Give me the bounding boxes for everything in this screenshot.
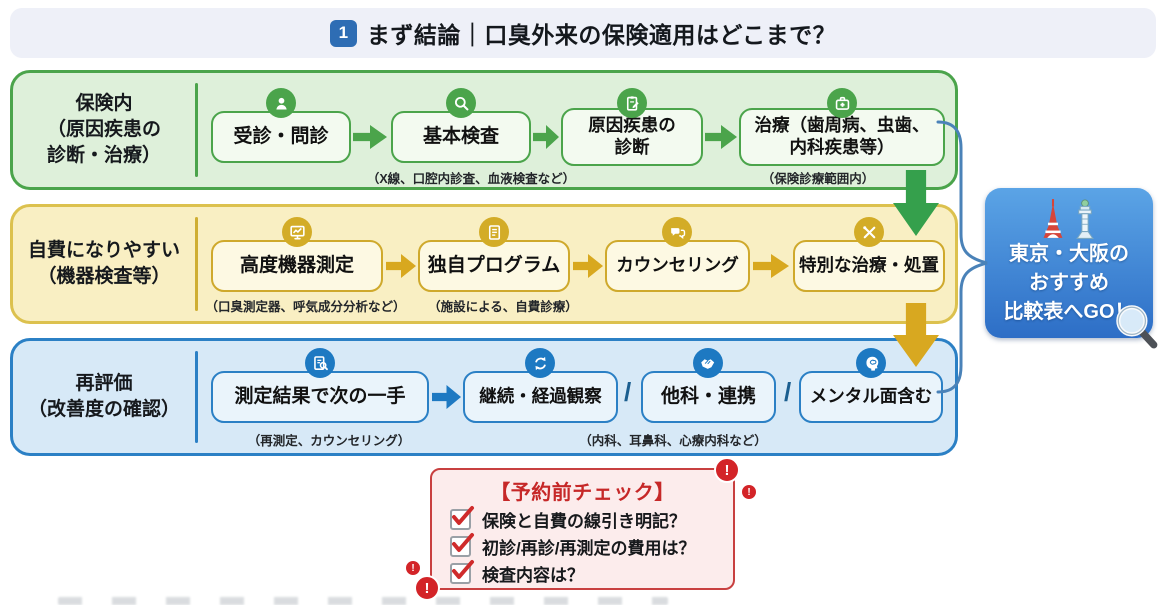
step-label: 特別な治療・処置 xyxy=(799,255,939,276)
person-icon xyxy=(266,88,296,118)
row-label-line: 自費になりやすい xyxy=(27,239,180,261)
row-label-line: （機器検査等） xyxy=(37,266,171,287)
checked-checkbox-icon xyxy=(450,506,474,530)
row-label-line: （改善度の確認） xyxy=(27,399,180,420)
program-document-icon xyxy=(479,217,509,247)
step-label-line: 診断 xyxy=(614,137,650,157)
step-original-program: 独自プログラム xyxy=(418,240,570,292)
step-label-line: 治療（歯周病、虫歯、 xyxy=(754,115,930,136)
tsutenkaku-tower-icon xyxy=(1076,199,1094,239)
header-bar: 1 まず結論｜口臭外来の保険適用はどこまで？ xyxy=(10,8,1156,58)
step-label: メンタル面含む xyxy=(809,386,933,407)
option-separator: / xyxy=(784,377,792,407)
flow-arrow-right-icon xyxy=(386,254,416,278)
cta-text-line: おすすめ xyxy=(1029,272,1109,294)
checklist-item-text: 保険と自費の線引き明記？ xyxy=(482,512,686,531)
step-special-treatment: 特別な治療・処置 xyxy=(793,240,945,292)
step-counseling: カウンセリング xyxy=(605,240,750,292)
flow-arrow-right-icon xyxy=(533,125,559,149)
step-label: 基本検査 xyxy=(422,126,499,148)
step-label: 高度機器測定 xyxy=(239,255,354,277)
step-next-move: 測定結果で次の一手 xyxy=(211,371,429,423)
mental-head-icon xyxy=(856,348,886,378)
exclamation-badge-icon: ! xyxy=(404,559,422,577)
medical-bag-icon xyxy=(827,88,857,118)
search-icon xyxy=(446,88,476,118)
row-reevaluation-label: 再評価 （改善度の確認） xyxy=(13,341,195,453)
cta-text-line: 比較表へGO！ xyxy=(1003,301,1135,323)
step-mental-care: メンタル面含む xyxy=(799,371,943,423)
checklist-item: 保険と自費の線引き明記？ xyxy=(450,506,695,533)
section-number-badge: 1 xyxy=(329,19,357,47)
step-caption: （再測定、カウンセリング） xyxy=(247,434,411,448)
step-label: 他科・連携 xyxy=(660,386,756,408)
row-divider xyxy=(195,217,198,311)
checklist-title: 【予約前チェック】 xyxy=(490,482,675,504)
treatment-tools-icon xyxy=(854,217,884,247)
cropped-next-section-hint xyxy=(58,597,668,605)
clipboard-icon xyxy=(617,88,647,118)
flow-arrow-right-icon xyxy=(573,254,603,278)
page-title: まず結論｜口臭外来の保険適用はどこまで？ xyxy=(366,22,837,48)
checklist-item-text: 初診/再診/再測定の費用は？ xyxy=(482,539,696,558)
step-follow-up: 継続・経過観察 xyxy=(463,371,618,423)
row-label-line: 診断・治療） xyxy=(46,145,161,167)
checklist-item: 初診/再診/再測定の費用は？ xyxy=(450,533,695,560)
step-label: 継続・経過観察 xyxy=(479,386,602,407)
checked-checkbox-icon xyxy=(450,560,474,584)
flow-arrow-right-icon xyxy=(705,125,737,149)
flow-arrow-right-icon xyxy=(432,385,461,409)
counseling-bubbles-icon xyxy=(662,217,692,247)
step-label: 測定結果で次の一手 xyxy=(234,386,406,408)
step-caption: （保険診療範囲内） xyxy=(761,172,875,186)
row-divider xyxy=(195,351,198,443)
step-label-line: 原因疾患の xyxy=(588,115,676,136)
exclamation-badge-icon: ! xyxy=(740,483,758,501)
step-caption: （内科、耳鼻科、心療内科など） xyxy=(579,434,767,448)
step-consultation: 受診・問診 xyxy=(211,111,351,163)
checklist-items: 保険と自費の線引き明記？ 初診/再診/再測定の費用は？ 検査内容は？ xyxy=(450,506,695,587)
step-caption: （施設による、自費診療） xyxy=(428,300,578,314)
step-basic-exam: 基本検査 xyxy=(391,111,531,163)
flow-arrow-right-icon xyxy=(353,125,387,149)
step-label-line: 内科疾患等） xyxy=(789,137,895,157)
cta-text-line: 東京・大阪の xyxy=(1009,243,1129,265)
row-self-pay-label: 自費になりやすい （機器検査等） xyxy=(13,207,195,321)
row-label-line: （原因疾患の xyxy=(46,118,161,140)
handshake-icon xyxy=(693,348,723,378)
checklist-item-text: 検査内容は？ xyxy=(482,566,584,585)
pre-booking-checklist: 【予約前チェック】 保険と自費の線引き明記？ 初診/再診/再測定の費用は？ 検査… xyxy=(430,468,735,590)
brace-connector xyxy=(936,120,988,394)
step-device-measurement: 高度機器測定 xyxy=(211,240,383,292)
result-review-icon xyxy=(305,348,335,378)
exclamation-badge-icon: ! xyxy=(714,457,740,483)
magnifier-link-icon xyxy=(1116,305,1158,349)
tokyo-tower-icon xyxy=(1043,199,1063,238)
row-label-line: 再評価 xyxy=(75,372,133,394)
flow-arrow-right-icon xyxy=(753,254,789,278)
city-towers xyxy=(1040,198,1098,240)
row-insurance-covered: 保険内 （原因疾患の 診断・治療） 受診・問診 基本検査 原因疾患の 診断 治療… xyxy=(10,70,958,190)
repeat-icon xyxy=(525,348,555,378)
step-other-departments: 他科・連携 xyxy=(641,371,776,423)
row-self-pay: 自費になりやすい （機器検査等） 高度機器測定 独自プログラム カウンセリング … xyxy=(10,204,958,324)
row-divider xyxy=(195,83,198,177)
device-monitor-icon xyxy=(282,217,312,247)
row-label-line: 保険内 xyxy=(75,92,133,114)
exclamation-badge-icon: ! xyxy=(414,575,440,601)
checklist-item: 検査内容は？ xyxy=(450,560,695,587)
step-caption: （X線、口腔内診査、血液検査など） xyxy=(366,172,576,186)
option-separator: / xyxy=(624,377,632,407)
step-label: カウンセリング xyxy=(616,255,739,276)
step-label: 受診・問診 xyxy=(233,126,329,148)
row-reevaluation: 再評価 （改善度の確認） 測定結果で次の一手 継続・経過観察 / 他科・連携 /… xyxy=(10,338,958,456)
step-label: 独自プログラム xyxy=(427,255,561,277)
row-insurance-label: 保険内 （原因疾患の 診断・治療） xyxy=(13,73,195,187)
step-caption: （口臭測定器、呼気成分分析など） xyxy=(205,300,406,314)
checked-checkbox-icon xyxy=(450,533,474,557)
